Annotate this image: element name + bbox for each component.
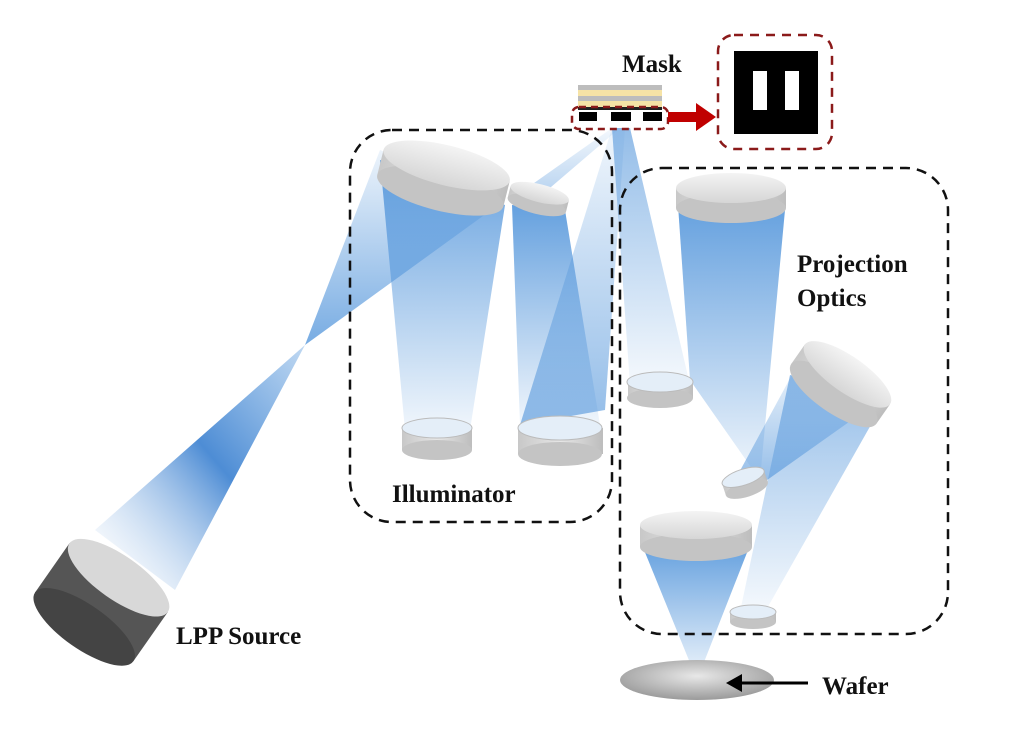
beam-p1-to-p2 [678,205,785,480]
projection-mirror-4 [721,466,768,499]
projection-mirror-5 [640,511,752,561]
beam-mask-to-p1 [612,128,690,385]
mask [570,85,670,131]
projection-label-line1: Projection [797,251,908,278]
lpp-source [33,538,170,666]
projection-mirror-2 [626,371,694,408]
illuminator-mirror-4 [517,415,603,466]
illuminator-box [348,128,614,524]
wafer [620,660,774,700]
projection-mirror-6 [729,604,777,629]
illuminator-mirror-2 [507,181,569,217]
illuminator-mirror-1 [377,140,510,216]
beam-p4-to-wafer [740,375,885,612]
wafer-arrow-icon [726,674,808,692]
illuminator-mirror-3 [401,417,473,460]
light-beams [95,128,885,680]
beam-to-mask [520,128,625,425]
wafer-label: Wafer [822,673,889,700]
beam-source-to-focus [95,345,305,590]
source-label: LPP Source [176,623,301,650]
projection-mirror-3 [789,341,892,428]
red-arrow-icon [668,103,716,131]
mask-label: Mask [622,51,682,78]
beam-m1-to-lens1 [380,160,505,430]
illuminator-label: Illuminator [392,481,516,508]
projection-label-line2: Optics [797,285,867,312]
beam-to-wafer [642,545,750,680]
projection-optics-box [618,166,950,636]
mask-pattern-detail [716,33,834,151]
projection-mirror-1 [676,173,786,223]
